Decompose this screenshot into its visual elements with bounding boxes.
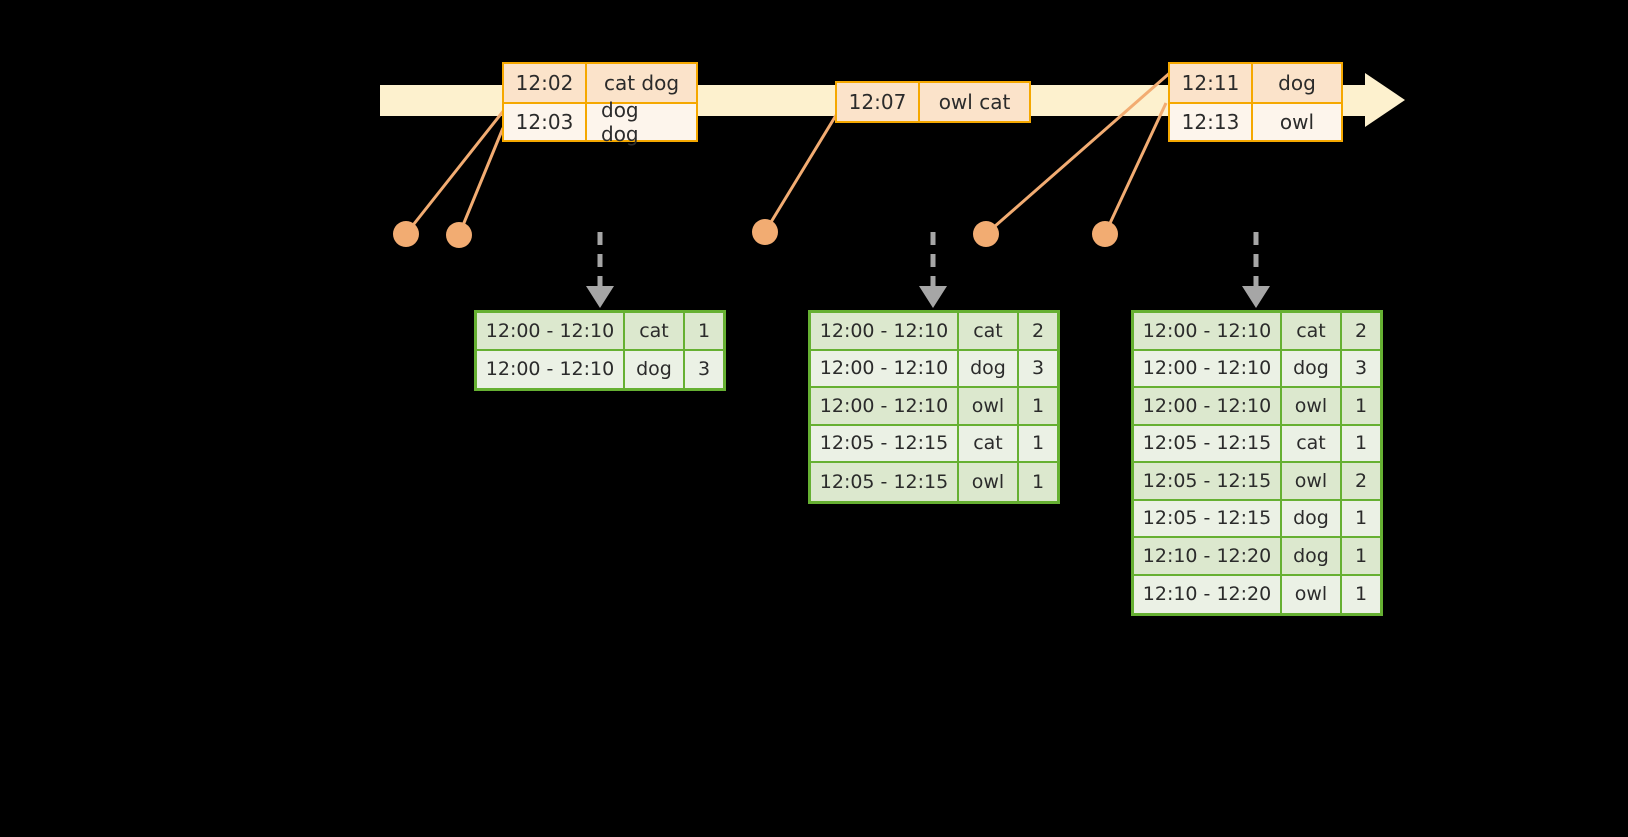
cell-window: 12:05 - 12:15 xyxy=(811,463,959,501)
cell-window: 12:05 - 12:15 xyxy=(1134,425,1282,461)
event-time: 12:07 xyxy=(837,83,920,121)
cell-count: 1 xyxy=(1354,394,1368,417)
event-box-3[interactable]: 12:11 dog 12:13 owl xyxy=(1168,62,1343,142)
connector-dot-4 xyxy=(973,221,999,247)
cell-window: 12:00 - 12:10 xyxy=(811,350,959,386)
cell-count: 1 xyxy=(1031,470,1045,493)
cell-window: 12:05 - 12:15 xyxy=(1134,463,1282,499)
connector-dot-5-line xyxy=(1103,102,1168,235)
connector-dot-1-line xyxy=(404,99,514,235)
cell-word: cat xyxy=(959,313,1019,349)
cell-count: 2 xyxy=(1354,319,1368,342)
connector-dot-5 xyxy=(1092,221,1118,247)
cell-word: cat xyxy=(1282,313,1342,349)
cell-count: 1 xyxy=(697,319,711,342)
event-row: 12:03 dog dog xyxy=(504,98,696,146)
cell-word: owl xyxy=(959,463,1019,501)
drop-arrow-1 xyxy=(586,232,614,308)
event-row: 12:07 owl cat xyxy=(837,83,1029,121)
cell-word: dog xyxy=(1282,350,1342,386)
cell-window: 12:00 - 12:10 xyxy=(811,388,959,424)
connector-dot-2-line xyxy=(457,127,505,236)
event-words: cat dog xyxy=(603,71,680,95)
event-box-2[interactable]: 12:07 owl cat xyxy=(835,81,1031,123)
cell-window: 12:10 - 12:20 xyxy=(1134,575,1282,613)
cell-count: 3 xyxy=(1031,357,1045,380)
cell-word: owl xyxy=(1282,575,1342,613)
cell-count: 3 xyxy=(1354,357,1368,380)
timeline-arrowhead-icon xyxy=(1365,73,1405,127)
event-time: 12:11 xyxy=(1170,64,1253,102)
event-box-1[interactable]: 12:02 cat dog 12:03 dog dog xyxy=(502,62,698,146)
cell-window: 12:00 - 12:10 xyxy=(1134,388,1282,424)
cell-count: 1 xyxy=(1031,394,1045,417)
connector-dot-3 xyxy=(752,219,778,245)
event-row: 12:02 cat dog xyxy=(504,64,696,102)
cell-word: dog xyxy=(959,350,1019,386)
cell-window: 12:00 - 12:10 xyxy=(811,313,959,349)
connector-dot-2 xyxy=(446,222,472,248)
event-row: 12:13 owl xyxy=(1170,102,1341,140)
event-words: dog dog xyxy=(601,98,639,146)
cell-word: dog xyxy=(1282,500,1342,536)
connector-dot-1 xyxy=(393,221,419,247)
cell-word: dog xyxy=(625,350,685,388)
cell-count: 1 xyxy=(1354,507,1368,530)
drop-arrow-3 xyxy=(1242,232,1270,308)
cell-word: dog xyxy=(1282,538,1342,574)
connector-dot-3-line xyxy=(763,111,840,233)
cell-word: cat xyxy=(959,425,1019,461)
cell-window: 12:10 - 12:20 xyxy=(1134,538,1282,574)
cell-count: 1 xyxy=(1354,432,1368,455)
cell-window: 12:00 - 12:10 xyxy=(1134,313,1282,349)
cell-word: owl xyxy=(959,388,1019,424)
cell-window: 12:05 - 12:15 xyxy=(811,425,959,461)
cell-window: 12:00 - 12:10 xyxy=(477,350,625,388)
cell-word: cat xyxy=(625,313,685,349)
cell-count: 3 xyxy=(697,358,711,381)
event-time: 12:03 xyxy=(504,104,587,140)
drop-arrow-2 xyxy=(919,232,947,308)
cell-count: 1 xyxy=(1354,544,1368,567)
event-time: 12:13 xyxy=(1170,104,1253,140)
event-words: owl cat xyxy=(938,90,1011,114)
cell-word: owl xyxy=(1282,388,1342,424)
cell-word: owl xyxy=(1282,463,1342,499)
event-row: 12:11 dog xyxy=(1170,64,1341,102)
event-words: owl xyxy=(1279,110,1315,134)
cell-window: 12:05 - 12:15 xyxy=(1134,500,1282,536)
event-words: dog xyxy=(1278,71,1316,95)
cell-count: 2 xyxy=(1031,319,1045,342)
cell-count: 2 xyxy=(1354,469,1368,492)
event-time: 12:02 xyxy=(504,64,587,102)
cell-window: 12:00 - 12:10 xyxy=(1134,350,1282,386)
cell-count: 1 xyxy=(1031,432,1045,455)
cell-word: cat xyxy=(1282,425,1342,461)
cell-count: 1 xyxy=(1354,583,1368,606)
cell-window: 12:00 - 12:10 xyxy=(477,313,625,349)
